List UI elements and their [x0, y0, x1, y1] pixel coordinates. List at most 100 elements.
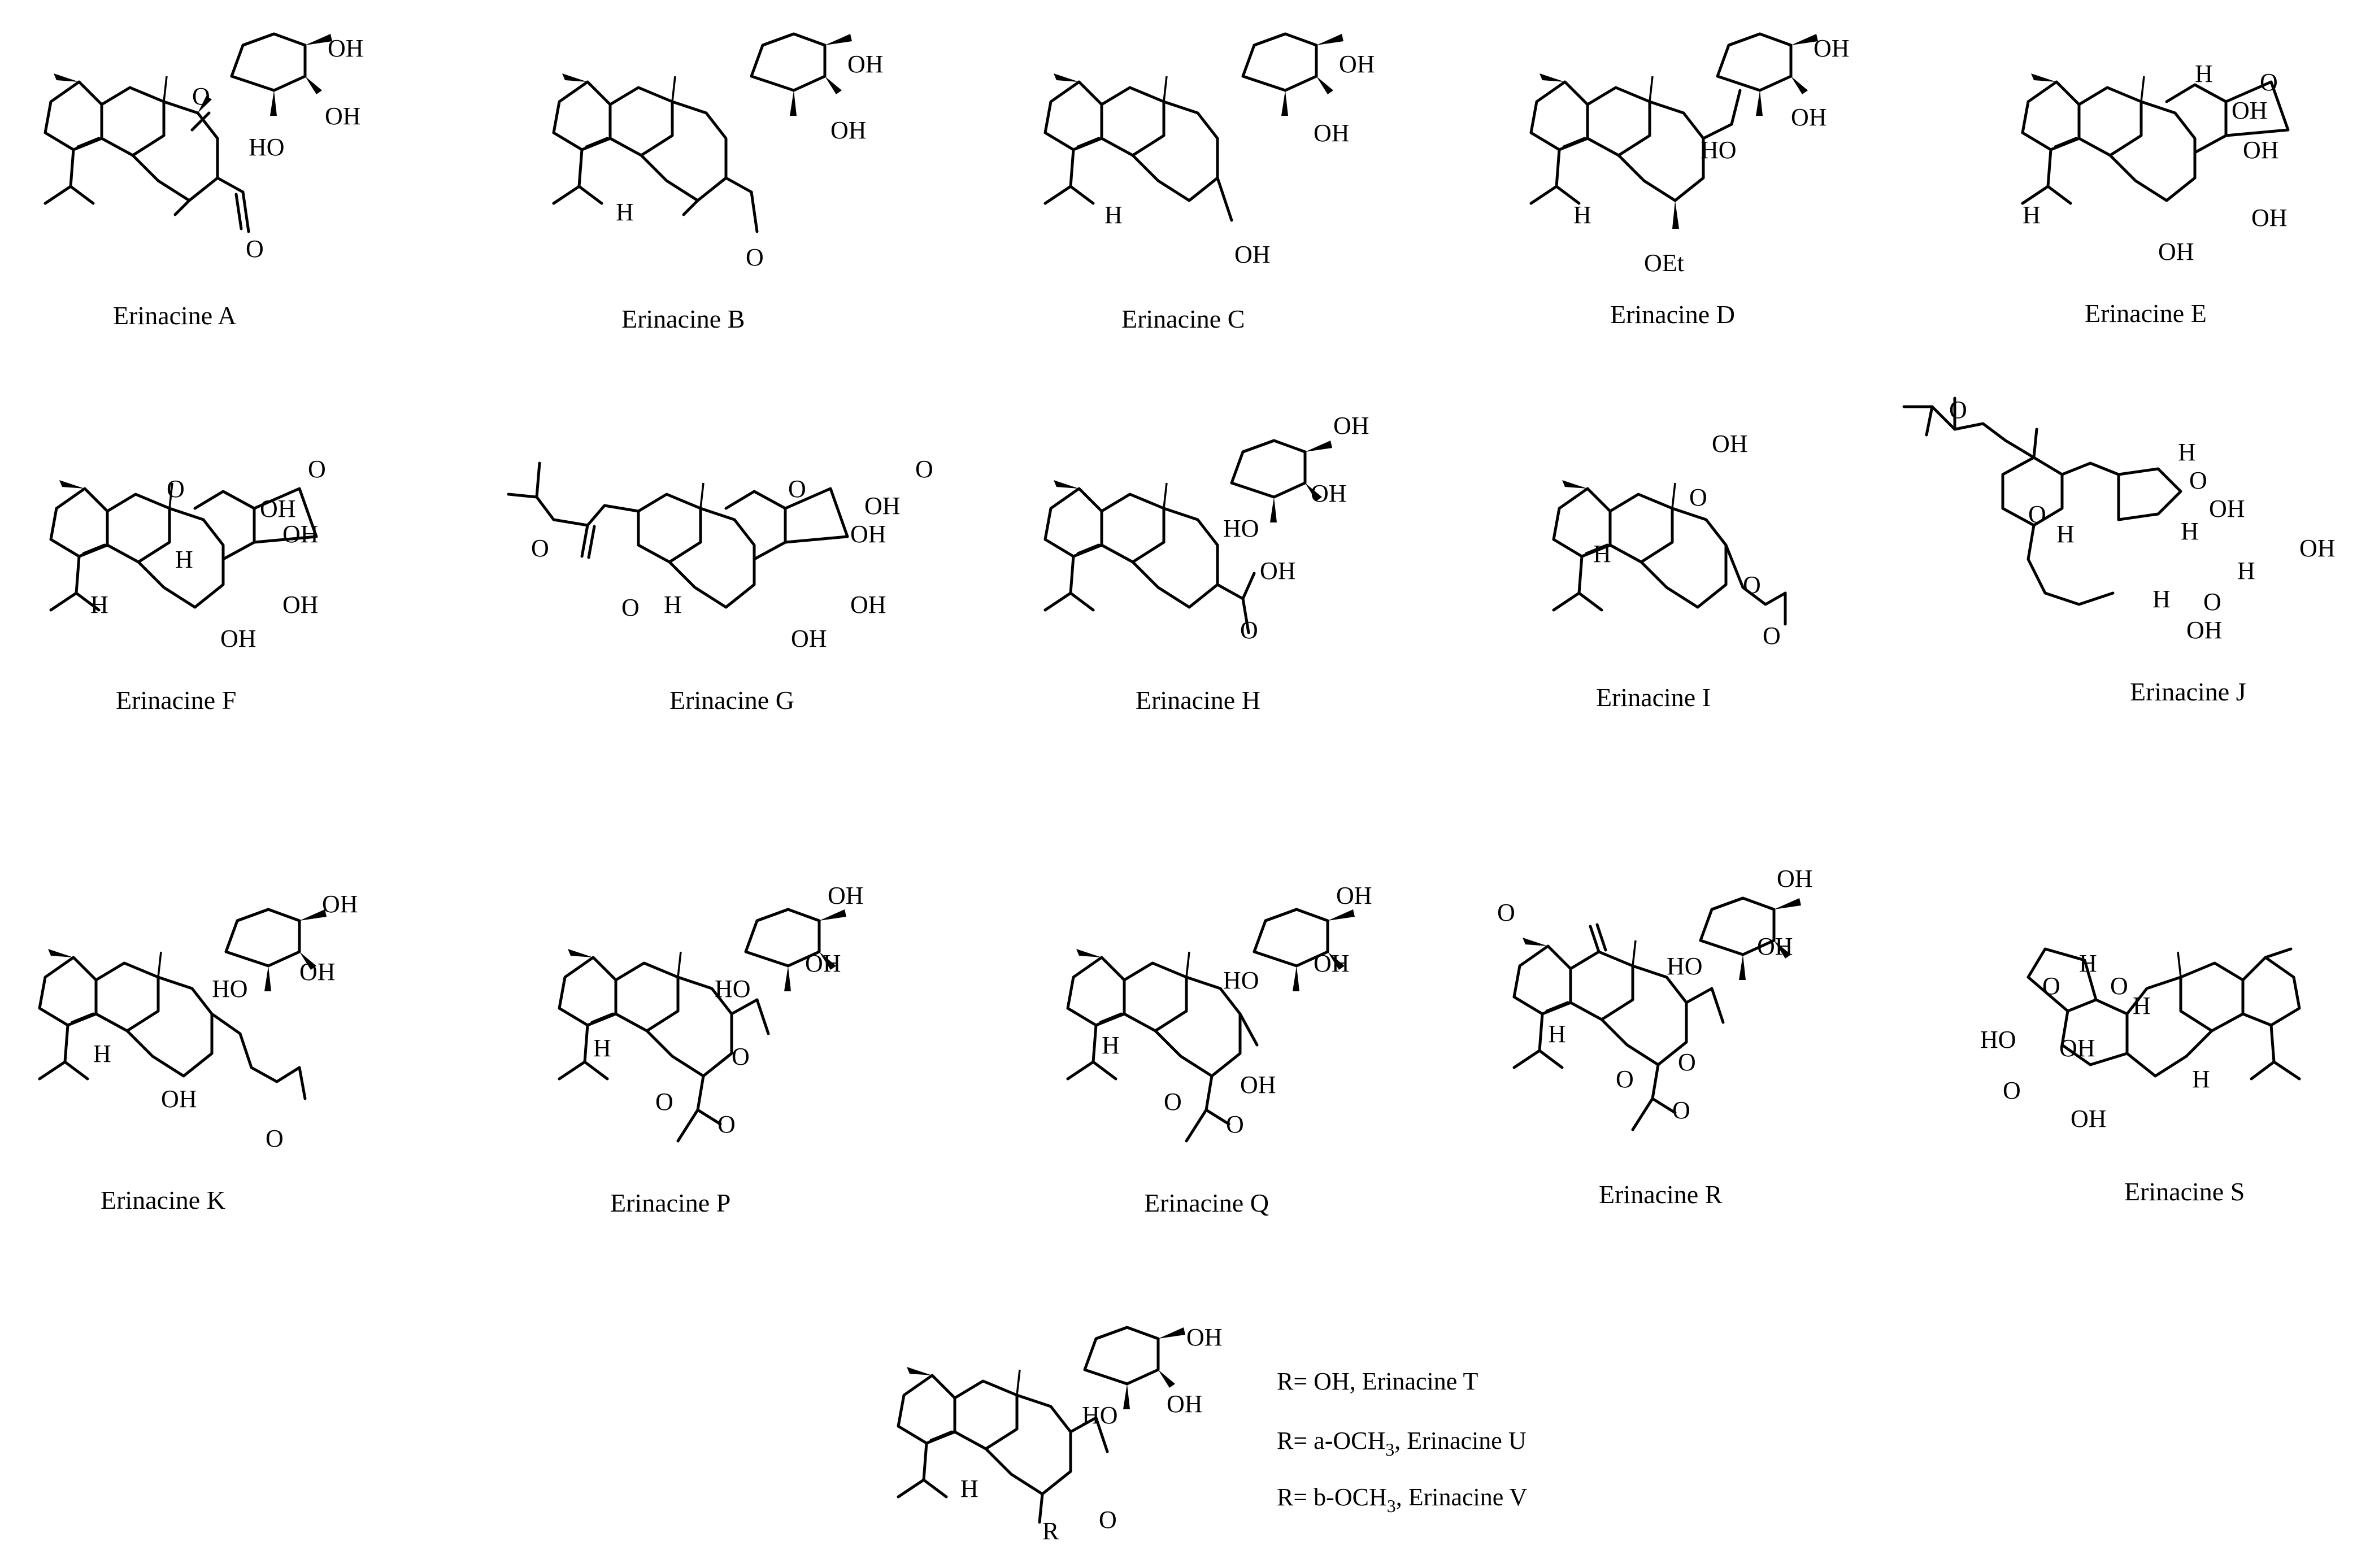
tuv-legend-line-2-prefix: R= a-OCH	[1277, 1427, 1385, 1454]
label-oh-g7: OH	[850, 520, 886, 548]
label-o-h5: O	[1240, 616, 1258, 644]
label-h-i3: H	[1593, 540, 1611, 568]
label-oh-s6: OH	[2059, 1034, 2095, 1062]
label-h-s4: H	[2133, 992, 2151, 1020]
label-oh-a2: OH	[325, 102, 361, 130]
label-h-f7: H	[90, 591, 108, 619]
label-h-r4: H	[1548, 1020, 1566, 1048]
label-o-r0: O	[1497, 899, 1515, 926]
label-o-g2: O	[621, 594, 640, 621]
label-ho-t3: HO	[1082, 1401, 1118, 1429]
label-oh-c1: OH	[1339, 50, 1375, 78]
tuv-legend-line-2-suffix: , Erinacine U	[1394, 1427, 1526, 1454]
label-h-j8: H	[2237, 557, 2255, 585]
label-oh-c2: OH	[1314, 119, 1350, 147]
label-h-s9: H	[2192, 1065, 2210, 1093]
label-o-f1: O	[167, 475, 185, 503]
label-o-q6: O	[1164, 1088, 1182, 1116]
caption-erinacine-g: Erinacine G	[669, 686, 794, 715]
structure-erinacine-q	[1068, 909, 1355, 1143]
label-oh-a1: OH	[328, 34, 364, 62]
structure-erinacine-k	[40, 909, 327, 1100]
label-o-t6: O	[1099, 1506, 1117, 1534]
tuv-legend-line-3: R= b-OCH3, Erinacine V	[1277, 1483, 1527, 1516]
label-oh-e3: OH	[2232, 97, 2268, 124]
label-oh-d2: OH	[1791, 103, 1827, 131]
label-o-e2: O	[2260, 68, 2278, 96]
label-o-g5: O	[915, 455, 933, 483]
caption-erinacine-i: Erinacine I	[1596, 683, 1711, 712]
label-oh-r1: OH	[1777, 865, 1813, 892]
structure-erinacine-h	[1045, 441, 1332, 634]
tuv-legend-line-3-prefix: R= b-OCH	[1277, 1483, 1387, 1511]
label-ho-h3: HO	[1223, 515, 1259, 542]
label-oh-h4: OH	[1260, 557, 1296, 585]
label-ho-k3: HO	[212, 975, 248, 1003]
structure-erinacine-j	[1902, 397, 2182, 606]
label-oh-g8: OH	[850, 591, 886, 619]
label-o-g4: O	[788, 475, 806, 503]
label-oh-b1: OH	[847, 50, 884, 78]
label-oh-b2: OH	[830, 116, 867, 144]
label-o-k6: O	[266, 1125, 284, 1152]
label-oh-t1: OH	[1186, 1323, 1223, 1351]
label-oh-q2: OH	[1314, 949, 1350, 977]
label-oh-h1: OH	[1333, 412, 1369, 439]
label-oh-f5: OH	[282, 591, 319, 619]
label-oh-c4: OH	[1234, 241, 1271, 268]
label-oh-h2: OH	[1311, 480, 1347, 507]
structure-erinacine-tuv	[898, 1327, 1185, 1524]
label-h-s1: H	[2079, 949, 2097, 977]
label-oh-j6: OH	[2209, 495, 2245, 522]
label-h-e7: H	[2023, 201, 2041, 229]
caption-erinacine-p: Erinacine P	[610, 1188, 730, 1217]
label-oh-d1: OH	[1814, 34, 1850, 62]
caption-erinacine-q: Erinacine Q	[1144, 1188, 1269, 1217]
caption-erinacine-k: Erinacine K	[101, 1186, 225, 1214]
label-oh-j7: OH	[2299, 534, 2336, 562]
label-oh-j11: OH	[2186, 616, 2223, 644]
label-h-j10: H	[2152, 585, 2171, 613]
structure-erinacine-r	[1514, 898, 1801, 1131]
label-o-p6: O	[732, 1043, 750, 1070]
label-h-j3: H	[2056, 520, 2075, 548]
caption-erinacine-h: Erinacine H	[1136, 686, 1260, 715]
tuv-legend-line-3-sub: 3	[1387, 1496, 1396, 1516]
label-o-i2: O	[1689, 484, 1707, 511]
label-oh-t2: OH	[1167, 1390, 1203, 1418]
tuv-legend-line-3-suffix: , Erinacine V	[1396, 1483, 1528, 1511]
label-oh-k5: OH	[161, 1085, 197, 1113]
label-h-e1: H	[2195, 60, 2213, 88]
label-oet-d5: OEt	[1644, 249, 1684, 277]
tuv-legend-line-2: R= a-OCH3, Erinacine U	[1277, 1427, 1527, 1460]
caption-erinacine-s: Erinacine S	[2124, 1177, 2245, 1206]
label-o-r6: O	[1678, 1048, 1696, 1076]
structure-erinacine-s	[2027, 947, 2301, 1081]
label-o-q7: O	[1226, 1110, 1244, 1138]
structure-erinacine-b	[554, 34, 852, 233]
caption-erinacine-e: Erinacine E	[2085, 299, 2207, 328]
label-ho-a3: HO	[249, 133, 285, 161]
label-oh-f6: OH	[220, 625, 256, 652]
label-oh-e6: OH	[2158, 238, 2194, 265]
tuv-legend-line-1: R= OH, Erinacine T	[1277, 1367, 1478, 1395]
label-h-p4: H	[593, 1034, 611, 1062]
caption-erinacine-j: Erinacine J	[2130, 677, 2246, 706]
label-h-q4: H	[1102, 1031, 1120, 1059]
label-o-s2: O	[2042, 972, 2060, 1000]
label-oh-q5: OH	[1240, 1071, 1276, 1099]
label-h-b3: H	[616, 198, 634, 226]
structure-erinacine-d	[1531, 34, 1818, 229]
label-oh-f3: OH	[260, 495, 296, 522]
label-h-d4: H	[1573, 201, 1591, 229]
structure-erinacine-f	[51, 480, 318, 610]
structure-erinacine-a	[45, 34, 332, 233]
label-h-j12: H	[2181, 517, 2199, 545]
caption-erinacine-b: Erinacine B	[621, 304, 745, 333]
structure-erinacine-c	[1045, 34, 1343, 222]
structure-erinacine-g	[507, 461, 849, 609]
label-oh-p2: OH	[805, 949, 841, 977]
caption-erinacine-a: Erinacine A	[113, 301, 236, 330]
label-oh-e5: OH	[2251, 204, 2288, 232]
